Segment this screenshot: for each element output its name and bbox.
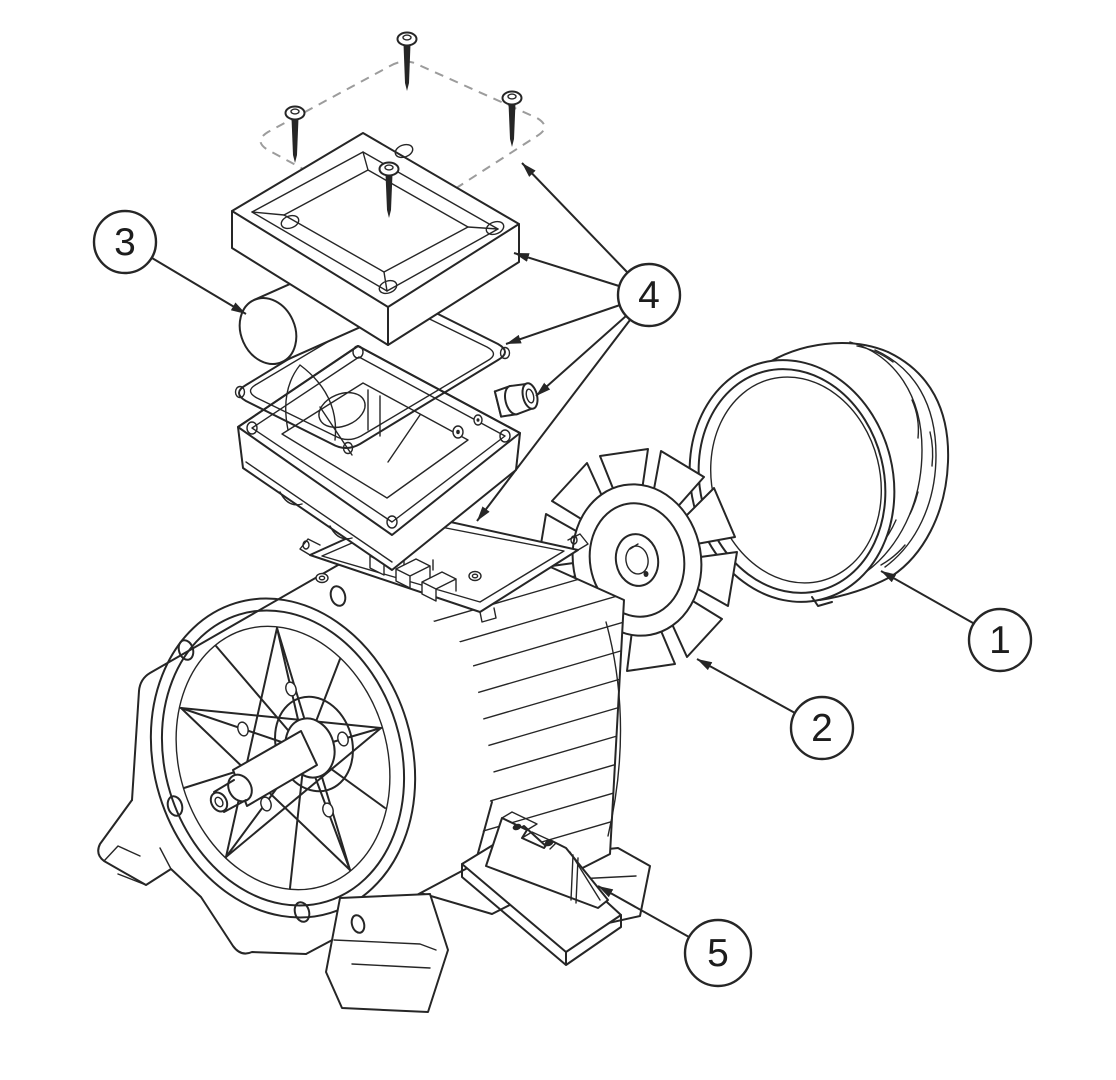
mounting-foot-drawing bbox=[461, 811, 622, 966]
terminal-board-bolts bbox=[315, 570, 482, 584]
screw-icon bbox=[501, 90, 523, 147]
callout-2-label: 2 bbox=[811, 707, 833, 750]
screw-icon bbox=[378, 161, 400, 218]
motor-shaft bbox=[209, 695, 354, 813]
callout-4[interactable]: 4 bbox=[616, 262, 682, 328]
callout-3-label: 3 bbox=[114, 221, 136, 264]
callout-3[interactable]: 3 bbox=[92, 209, 158, 275]
fan-cover-vent-slots bbox=[856, 345, 934, 566]
callout-5-label: 5 bbox=[707, 932, 729, 975]
callout-1-label: 1 bbox=[989, 619, 1011, 662]
box-corner-bosses bbox=[246, 345, 511, 529]
motor-flange-drawing bbox=[97, 556, 495, 1013]
terminal-box-drawing bbox=[237, 345, 539, 571]
motor-front-foot bbox=[325, 893, 449, 1013]
spoke-bosses bbox=[237, 681, 349, 818]
cable-gland bbox=[493, 382, 539, 418]
leader-lines bbox=[151, 162, 974, 938]
callout-1[interactable]: 1 bbox=[967, 607, 1033, 673]
terminal-box-cover-drawing bbox=[231, 132, 520, 346]
screw-icon bbox=[284, 105, 306, 163]
callout-4-label: 4 bbox=[638, 274, 660, 317]
fan-cover-drawing bbox=[687, 334, 950, 607]
cover-screw-holes bbox=[280, 143, 505, 295]
box-terminal-screws bbox=[452, 414, 483, 439]
callout-2[interactable]: 2 bbox=[789, 695, 855, 761]
callout-5[interactable]: 5 bbox=[683, 918, 753, 988]
screw-icon bbox=[396, 31, 418, 91]
cover-screws bbox=[284, 31, 523, 163]
